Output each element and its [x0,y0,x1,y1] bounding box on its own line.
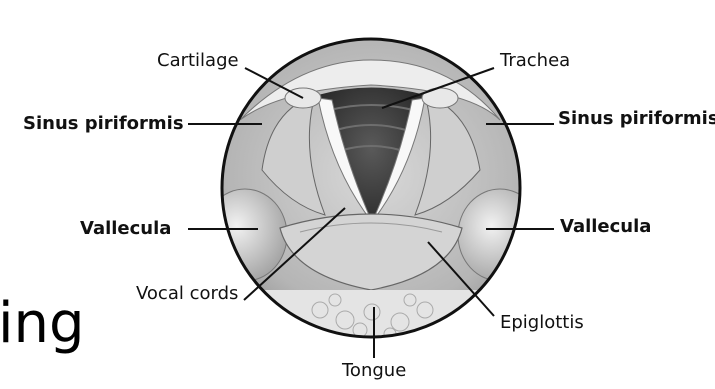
label-cartilage: Cartilage [157,52,239,70]
label-sinus-left: Sinus piriformis [23,115,184,133]
label-vallecula-right: Vallecula [560,218,651,236]
label-epiglottis: Epiglottis [500,314,584,332]
label-sinus-right: Sinus piriformis [558,110,715,128]
label-trachea: Trachea [500,52,570,70]
partial-text: ing [0,296,85,352]
label-vallecula-left: Vallecula [80,220,171,238]
label-tongue: Tongue [342,362,406,380]
endoscopic-view [200,30,550,350]
label-vocal-cords: Vocal cords [136,285,238,303]
